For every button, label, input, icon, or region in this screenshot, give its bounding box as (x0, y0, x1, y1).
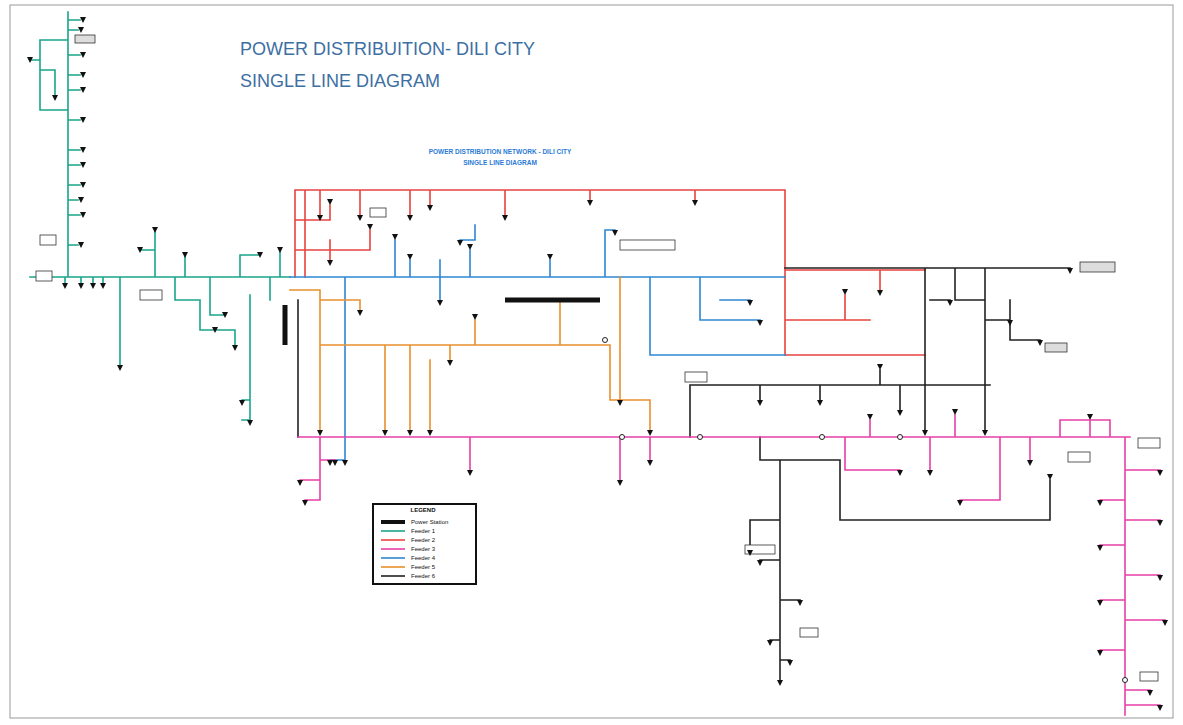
legend-swatch (380, 555, 406, 561)
legend-line-sample (381, 520, 405, 524)
page-title: POWER DISTRIBUITION- DILI CITY SINGLE LI… (240, 34, 573, 97)
legend-swatch (380, 537, 406, 543)
legend-line-sample (381, 539, 405, 541)
breaker (603, 338, 608, 343)
legend-swatch (380, 564, 406, 570)
legend-text: Feeder 4 (411, 555, 435, 561)
breaker (898, 435, 903, 440)
legend-row: Feeder 6 (380, 572, 435, 580)
station-box (36, 271, 52, 281)
station-box (140, 290, 162, 300)
station-boxes (36, 35, 1160, 681)
station-box (800, 628, 818, 637)
legend-row: Power Station (380, 518, 448, 526)
station-box (685, 372, 707, 382)
station-box (1140, 672, 1158, 681)
station-box (40, 235, 56, 245)
page-frame (10, 5, 1173, 718)
breaker (620, 435, 625, 440)
legend-swatch (380, 573, 406, 579)
feeder-2-lines (295, 190, 925, 355)
legend-row: Feeder 4 (380, 554, 435, 562)
legend-text: Feeder 2 (411, 537, 435, 543)
network-heading: SINGLE LINE DIAGRAM (463, 159, 537, 166)
station-box (370, 208, 386, 217)
breaker-circles (603, 338, 1128, 683)
legend-heading: LEGEND (410, 507, 435, 513)
station-box (1080, 262, 1115, 272)
feeder-4-lines (290, 225, 785, 460)
breaker (1123, 678, 1128, 683)
feeder-6-lines (298, 268, 1070, 680)
legend-swatch (380, 528, 406, 534)
station-box (75, 35, 95, 43)
legend-row: Feeder 2 (380, 536, 435, 544)
legend-text: Feeder 6 (411, 573, 435, 579)
breaker (698, 435, 703, 440)
legend-row: Feeder 3 (380, 545, 435, 553)
legend-line-sample (381, 566, 405, 568)
feeder-3-lines (298, 415, 1165, 715)
legend-row: Feeder 5 (380, 563, 435, 571)
station-box (620, 240, 675, 250)
legend-line-sample (381, 557, 405, 559)
legend-line-sample (381, 530, 405, 532)
legend-text: Feeder 3 (411, 546, 435, 552)
legend-text: Feeder 5 (411, 564, 435, 570)
legend-text: Feeder 1 (411, 528, 435, 534)
legend-box (372, 503, 477, 585)
transformer-symbols (27, 17, 1168, 711)
legend-line-sample (381, 548, 405, 550)
breaker (820, 435, 825, 440)
legend-swatch (380, 546, 406, 552)
legend-swatch (380, 519, 406, 525)
legend-line-sample (381, 575, 405, 577)
station-box (1138, 438, 1160, 448)
station-box (1045, 343, 1067, 352)
station-box (1068, 452, 1090, 462)
bus-bar (285, 300, 600, 345)
legend-row: Feeder 1 (380, 527, 435, 535)
network-heading: POWER DISTRIBUTION NETWORK - DILI CITY (429, 148, 572, 155)
legend-text: Power Station (411, 519, 448, 525)
